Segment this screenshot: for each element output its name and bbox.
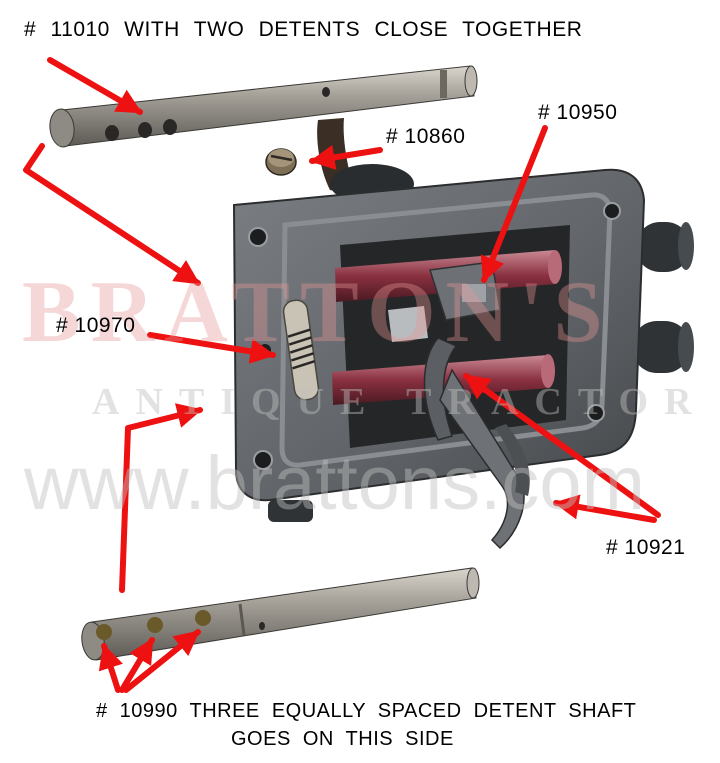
label-10860: # 10860: [386, 125, 466, 148]
arrow-10860: [309, 144, 383, 170]
shift-fork-10921: [423, 337, 530, 550]
callout-arrows: [23, 57, 661, 693]
detent-hole: [195, 610, 211, 626]
label-10970: # 10970: [56, 314, 136, 337]
label-10990-line2: GOES ON THIS SIDE: [231, 728, 454, 750]
label-10990-line1: # 10990 THREE EQUALLY SPACED DETENT SHAF…: [96, 700, 637, 722]
arrow-10990-a: [98, 643, 123, 693]
shaft-11010: [49, 65, 478, 148]
arrow-11010-housing: [23, 143, 201, 286]
arrow-11010: [47, 57, 143, 115]
arrow-10921-b: [553, 494, 657, 523]
label-11010: # 11010 WITH TWO DETENTS CLOSE TOGETHER: [24, 18, 583, 41]
detent-hole: [147, 617, 163, 633]
detent-hole: [105, 125, 119, 141]
label-10950: # 10950: [538, 101, 618, 124]
arrow-10990-b: [119, 637, 155, 693]
shaft-10990: [81, 567, 480, 661]
label-10921: # 10921: [606, 536, 686, 559]
arrow-10970: [147, 332, 276, 364]
arrow-10921-a: [463, 373, 661, 518]
plug-10860: [265, 148, 297, 176]
detent-hole: [96, 624, 112, 640]
arrow-10950: [480, 125, 548, 283]
arrow-10990-housing: [119, 403, 203, 593]
arrow-10990-c: [123, 629, 201, 693]
detent-hole: [163, 119, 177, 135]
detent-pin-10970: [282, 299, 320, 401]
detent-hole: [138, 122, 152, 138]
